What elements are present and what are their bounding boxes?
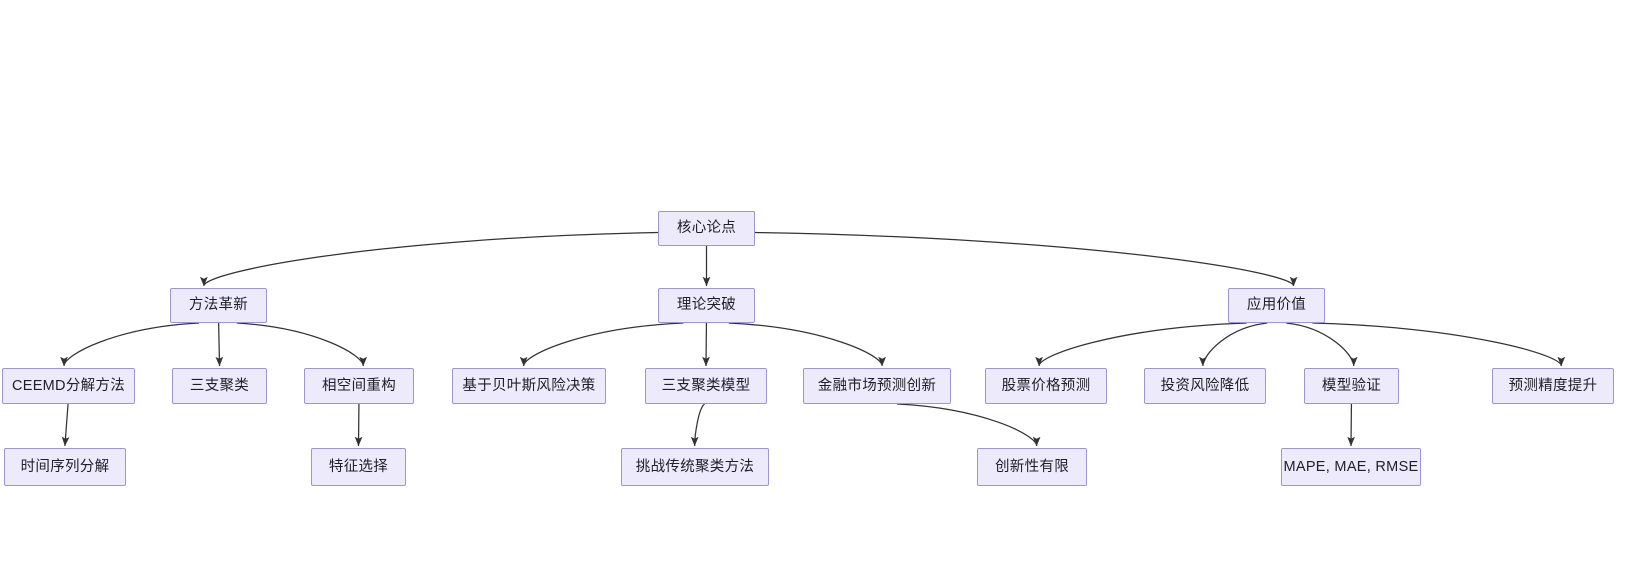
node-l3b[interactable]: 特征选择 bbox=[311, 448, 406, 486]
node-l2j[interactable]: 预测精度提升 bbox=[1492, 368, 1614, 404]
node-label: 模型验证 bbox=[1321, 377, 1382, 394]
node-label: 特征选择 bbox=[328, 458, 389, 475]
node-label: MAPE, MAE, RMSE bbox=[1283, 458, 1419, 475]
edge-l2f-to-l3d bbox=[897, 403, 1041, 447]
edge-l2a-to-l3a bbox=[61, 403, 70, 447]
node-l3e[interactable]: MAPE, MAE, RMSE bbox=[1281, 448, 1421, 486]
edge-l1c-to-l2h bbox=[1198, 322, 1268, 367]
edge-l1a-to-l2b bbox=[215, 322, 224, 367]
edge-l2e-to-l3c bbox=[690, 403, 706, 447]
node-label: 理论突破 bbox=[676, 297, 737, 314]
node-l2b[interactable]: 三支聚类 bbox=[172, 368, 267, 404]
node-label: 股票价格预测 bbox=[1001, 377, 1091, 394]
edge-l1c-to-l2g bbox=[1035, 322, 1247, 367]
node-l3c[interactable]: 挑战传统聚类方法 bbox=[621, 448, 769, 486]
node-label: 挑战传统聚类方法 bbox=[635, 458, 755, 475]
edge-root-to-l1a bbox=[200, 231, 659, 287]
edge-l1b-to-l2f bbox=[728, 322, 886, 367]
node-label: 金融市场预测创新 bbox=[817, 377, 937, 394]
node-l1a[interactable]: 方法革新 bbox=[170, 288, 267, 323]
node-label: 时间序列分解 bbox=[20, 458, 110, 475]
node-l3a[interactable]: 时间序列分解 bbox=[4, 448, 126, 486]
edge-l1c-to-l2i bbox=[1286, 322, 1358, 367]
node-l2f[interactable]: 金融市场预测创新 bbox=[803, 368, 951, 404]
edge-l1c-to-l2j bbox=[1312, 322, 1566, 367]
node-l2g[interactable]: 股票价格预测 bbox=[985, 368, 1107, 404]
node-label: 方法革新 bbox=[188, 297, 249, 314]
edge-l1a-to-l2c bbox=[236, 322, 368, 367]
edge-l1b-to-l2d bbox=[519, 322, 684, 367]
node-l2a[interactable]: CEEMD分解方法 bbox=[2, 368, 135, 404]
node-label: 相空间重构 bbox=[322, 377, 396, 394]
node-label: 应用价值 bbox=[1246, 297, 1307, 314]
node-l1c[interactable]: 应用价值 bbox=[1228, 288, 1325, 323]
node-label: 三支聚类 bbox=[189, 377, 250, 394]
node-label: 三支聚类模型 bbox=[661, 377, 751, 394]
edge-root-to-l1c bbox=[754, 231, 1298, 287]
node-label: 创新性有限 bbox=[995, 458, 1069, 475]
edge-l1a-to-l2a bbox=[60, 322, 200, 367]
node-label: 预测精度提升 bbox=[1508, 377, 1598, 394]
node-label: 投资风险降低 bbox=[1160, 377, 1250, 394]
node-label: 基于贝叶斯风险决策 bbox=[462, 377, 596, 394]
node-l2e[interactable]: 三支聚类模型 bbox=[645, 368, 767, 404]
node-l2d[interactable]: 基于贝叶斯风险决策 bbox=[452, 368, 606, 404]
node-l2i[interactable]: 模型验证 bbox=[1304, 368, 1399, 404]
node-label: 核心论点 bbox=[676, 220, 737, 237]
node-root[interactable]: 核心论点 bbox=[658, 211, 755, 246]
node-l2c[interactable]: 相空间重构 bbox=[304, 368, 414, 404]
node-label: CEEMD分解方法 bbox=[11, 377, 126, 394]
node-l1b[interactable]: 理论突破 bbox=[658, 288, 755, 323]
node-l2h[interactable]: 投资风险降低 bbox=[1144, 368, 1266, 404]
node-l3d[interactable]: 创新性有限 bbox=[977, 448, 1087, 486]
